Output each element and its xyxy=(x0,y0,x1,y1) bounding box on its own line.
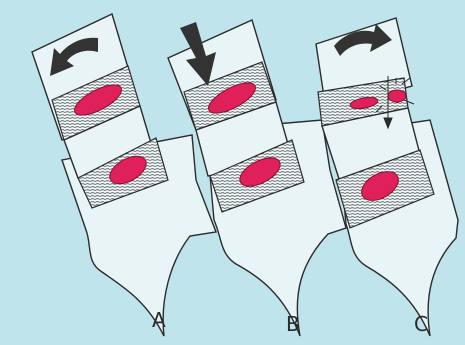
panel-c-torn-ligament xyxy=(388,90,406,102)
panel-label-b: B xyxy=(286,312,300,336)
panel-label-a: A xyxy=(152,308,166,332)
panel-label-c: C xyxy=(414,312,428,336)
